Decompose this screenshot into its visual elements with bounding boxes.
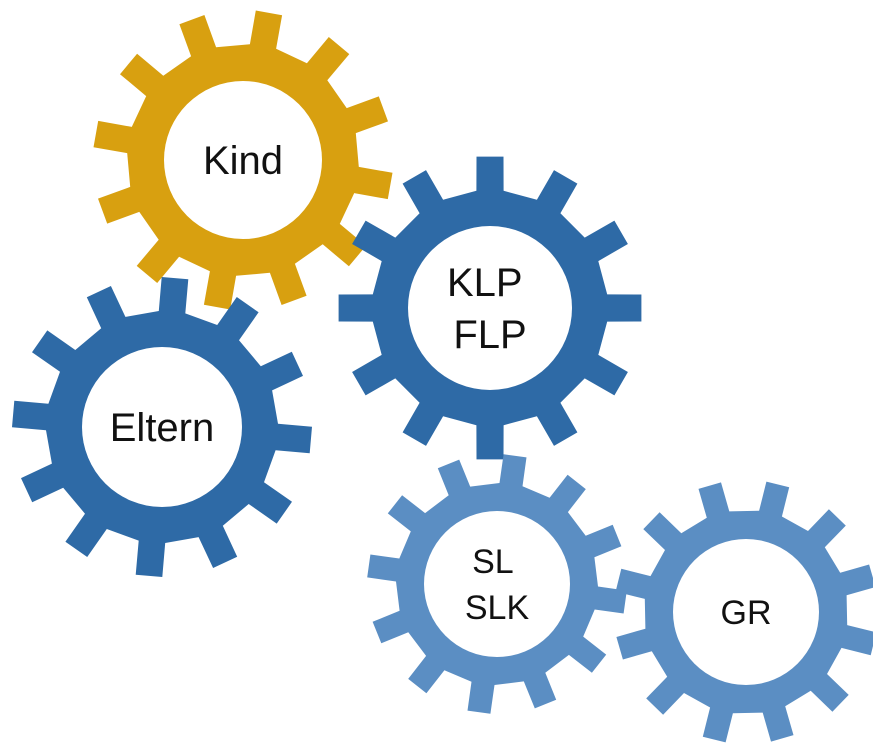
gear-sl-slk: SL SLK [367, 454, 627, 714]
gear-kind: Kind [93, 10, 393, 310]
gear-klp-flp: KLP FLP [338, 156, 642, 460]
gear-sl-slk-hole [424, 511, 570, 657]
gear-eltern-label: Eltern [110, 406, 215, 450]
gear-klp-flp-hole [408, 226, 572, 390]
gear-sl-slk-label-line-1: SL [472, 543, 513, 581]
gear-klp-flp-label: KLP FLP [447, 261, 533, 357]
gear-gr-label-line-1: GR [721, 594, 772, 632]
gear-gr: GR [615, 481, 873, 743]
gear-gr-label: GR [721, 594, 772, 632]
gear-kind-hole [164, 81, 322, 239]
gear-kind-label-line-1: Kind [203, 139, 283, 183]
gear-eltern: Eltern [12, 277, 312, 577]
gear-klp-flp-label-line-2: FLP [453, 313, 526, 357]
gear-sl-slk-label-line-2: SLK [465, 589, 530, 627]
gear-sl-slk-label: SL SLK [465, 543, 530, 627]
gear-eltern-hole [82, 347, 242, 507]
gear-gr-hole [673, 539, 819, 685]
gear-klp-flp-label-line-1: KLP [447, 261, 522, 305]
gear-eltern-label-line-1: Eltern [110, 406, 215, 450]
gear-kind-label: Kind [203, 139, 283, 183]
